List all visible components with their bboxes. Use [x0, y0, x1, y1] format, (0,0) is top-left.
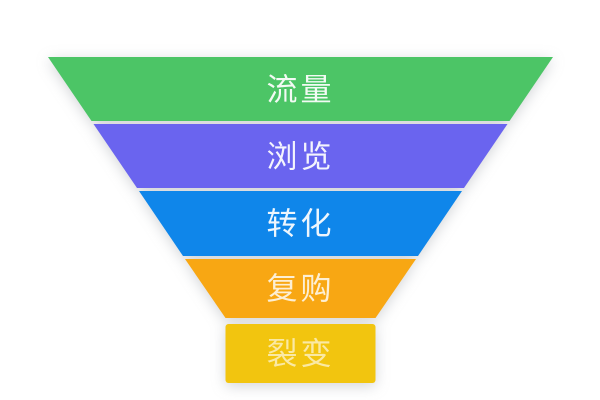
- funnel-stage-traffic: 流量: [48, 57, 553, 121]
- stage-label-repurchase: 复购: [267, 272, 335, 307]
- funnel-stage-repurchase-shape: [185, 259, 416, 318]
- stage-label-browse: 浏览: [267, 140, 335, 175]
- funnel-stage-traffic-shape: [48, 57, 553, 121]
- funnel-stage-browse: 浏览: [93, 124, 508, 188]
- stage-label-conversion: 转化: [267, 207, 335, 242]
- funnel-stage-conversion: 转化: [139, 191, 462, 256]
- funnel-stage-fission: 裂变: [225, 324, 376, 383]
- stage-label-traffic: 流量: [267, 73, 335, 108]
- funnel-stage-conversion-shape: [139, 191, 462, 256]
- stage-label-fission: 裂变: [267, 337, 335, 372]
- funnel-stage-repurchase: 复购: [185, 259, 416, 318]
- funnel-stage-fission-shape: [225, 324, 376, 383]
- funnel-stage-browse-shape: [93, 124, 508, 188]
